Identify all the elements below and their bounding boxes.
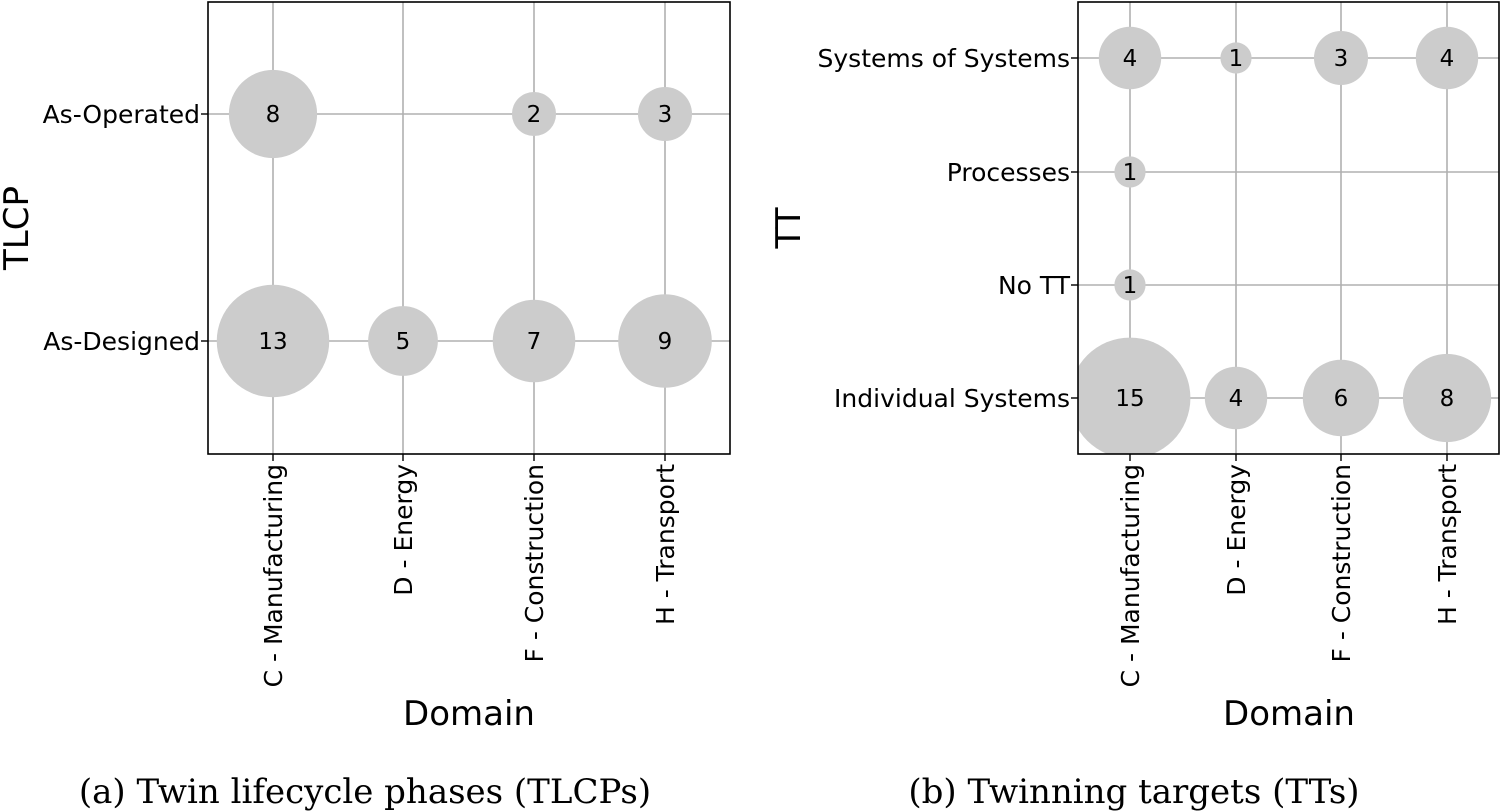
bubble-d-energy-systems-of-systems <box>1220 42 1252 74</box>
x-tick-label-f-construction: F - Construction <box>1327 464 1356 662</box>
data-label-c-manufacturing-individual-systems: 15 <box>1115 386 1144 412</box>
y-tick-label-as-operated: As-Operated <box>43 100 200 129</box>
x-tick-label-d-energy: D - Energy <box>1222 464 1251 596</box>
bubble-f-construction-as-designed <box>492 299 576 383</box>
x-tick-label-h-transport: H - Transport <box>1433 464 1462 625</box>
data-label-c-manufacturing-systems-of-systems: 4 <box>1123 46 1138 72</box>
bubble-f-construction-as-operated <box>511 91 557 137</box>
plot-frame <box>207 1 731 455</box>
plot-frame <box>1077 1 1500 455</box>
bubble-f-construction-systems-of-systems <box>1313 30 1369 86</box>
data-label-d-energy-individual-systems: 4 <box>1229 386 1244 412</box>
data-label-c-manufacturing-no-tt: 1 <box>1123 273 1138 299</box>
x-tick-label-d-energy: D - Energy <box>389 464 418 596</box>
figure-caption: (b) Twinning targets (TTs) <box>908 772 1359 811</box>
bubble-d-energy-as-designed <box>368 306 438 376</box>
bubble-c-manufacturing-no-tt <box>1114 269 1146 301</box>
data-label-c-manufacturing-processes: 1 <box>1123 160 1138 186</box>
bubble-c-manufacturing-individual-systems <box>1078 337 1191 454</box>
data-label-h-transport-individual-systems: 8 <box>1440 386 1455 412</box>
bubble-d-energy-individual-systems <box>1204 366 1268 430</box>
bubble-c-manufacturing-processes <box>1114 156 1146 188</box>
bubble-h-transport-individual-systems <box>1402 353 1492 443</box>
y-tick-label-no-tt: No TT <box>998 271 1071 300</box>
data-label-c-manufacturing-as-operated: 8 <box>266 102 281 128</box>
data-label-h-transport-as-operated: 3 <box>658 102 673 128</box>
bubbles <box>216 69 712 398</box>
data-label-c-manufacturing-as-designed: 13 <box>258 329 287 355</box>
x-tick-label-c-manufacturing: C - Manufacturing <box>259 464 288 687</box>
bubble-h-transport-as-designed <box>618 294 712 388</box>
bubbles <box>1078 26 1492 454</box>
data-label-d-energy-systems-of-systems: 1 <box>1229 46 1244 72</box>
data-label-f-construction-as-operated: 2 <box>527 102 542 128</box>
data-label-f-construction-as-designed: 7 <box>527 329 542 355</box>
y-tick-label-processes: Processes <box>947 158 1070 187</box>
y-tick-label-systems-of-systems: Systems of Systems <box>818 44 1071 73</box>
x-tick-label-c-manufacturing: C - Manufacturing <box>1116 464 1145 687</box>
bubble-c-manufacturing-systems-of-systems <box>1098 26 1162 90</box>
bubble-h-transport-as-operated <box>637 86 693 142</box>
y-tick-label-individual-systems: Individual Systems <box>834 384 1070 413</box>
data-label-h-transport-systems-of-systems: 4 <box>1440 46 1455 72</box>
bubble-c-manufacturing-as-operated <box>228 69 318 159</box>
x-axis-title: Domain <box>403 694 535 734</box>
bubble-h-transport-systems-of-systems <box>1415 26 1479 90</box>
data-label-f-construction-individual-systems: 6 <box>1334 386 1349 412</box>
bubble-c-manufacturing-as-designed <box>216 284 330 398</box>
panel-tlcp: 8 2 3 13 5 7 9 C - Manufacturing D - Energy F - C… <box>0 1 731 811</box>
figure-caption: (a) Twin lifecycle phases (TLCPs) <box>79 772 651 811</box>
y-tick-label-as-designed: As-Designed <box>43 327 200 356</box>
data-label-h-transport-as-designed: 9 <box>658 329 673 355</box>
x-tick-label-h-transport: H - Transport <box>651 464 680 625</box>
x-axis-title: Domain <box>1223 694 1355 734</box>
panel-tt: 4 1 3 4 1 1 15 4 6 8 C - Manufacturing D - Energy F … <box>769 1 1500 811</box>
y-axis-title: TLCP <box>0 186 37 271</box>
bubble-f-construction-individual-systems <box>1302 359 1380 437</box>
x-tick-label-f-construction: F - Construction <box>520 464 549 662</box>
data-label-d-energy-as-designed: 5 <box>396 329 411 355</box>
y-axis-title: TT <box>769 207 809 249</box>
data-label-f-construction-systems-of-systems: 3 <box>1334 46 1349 72</box>
